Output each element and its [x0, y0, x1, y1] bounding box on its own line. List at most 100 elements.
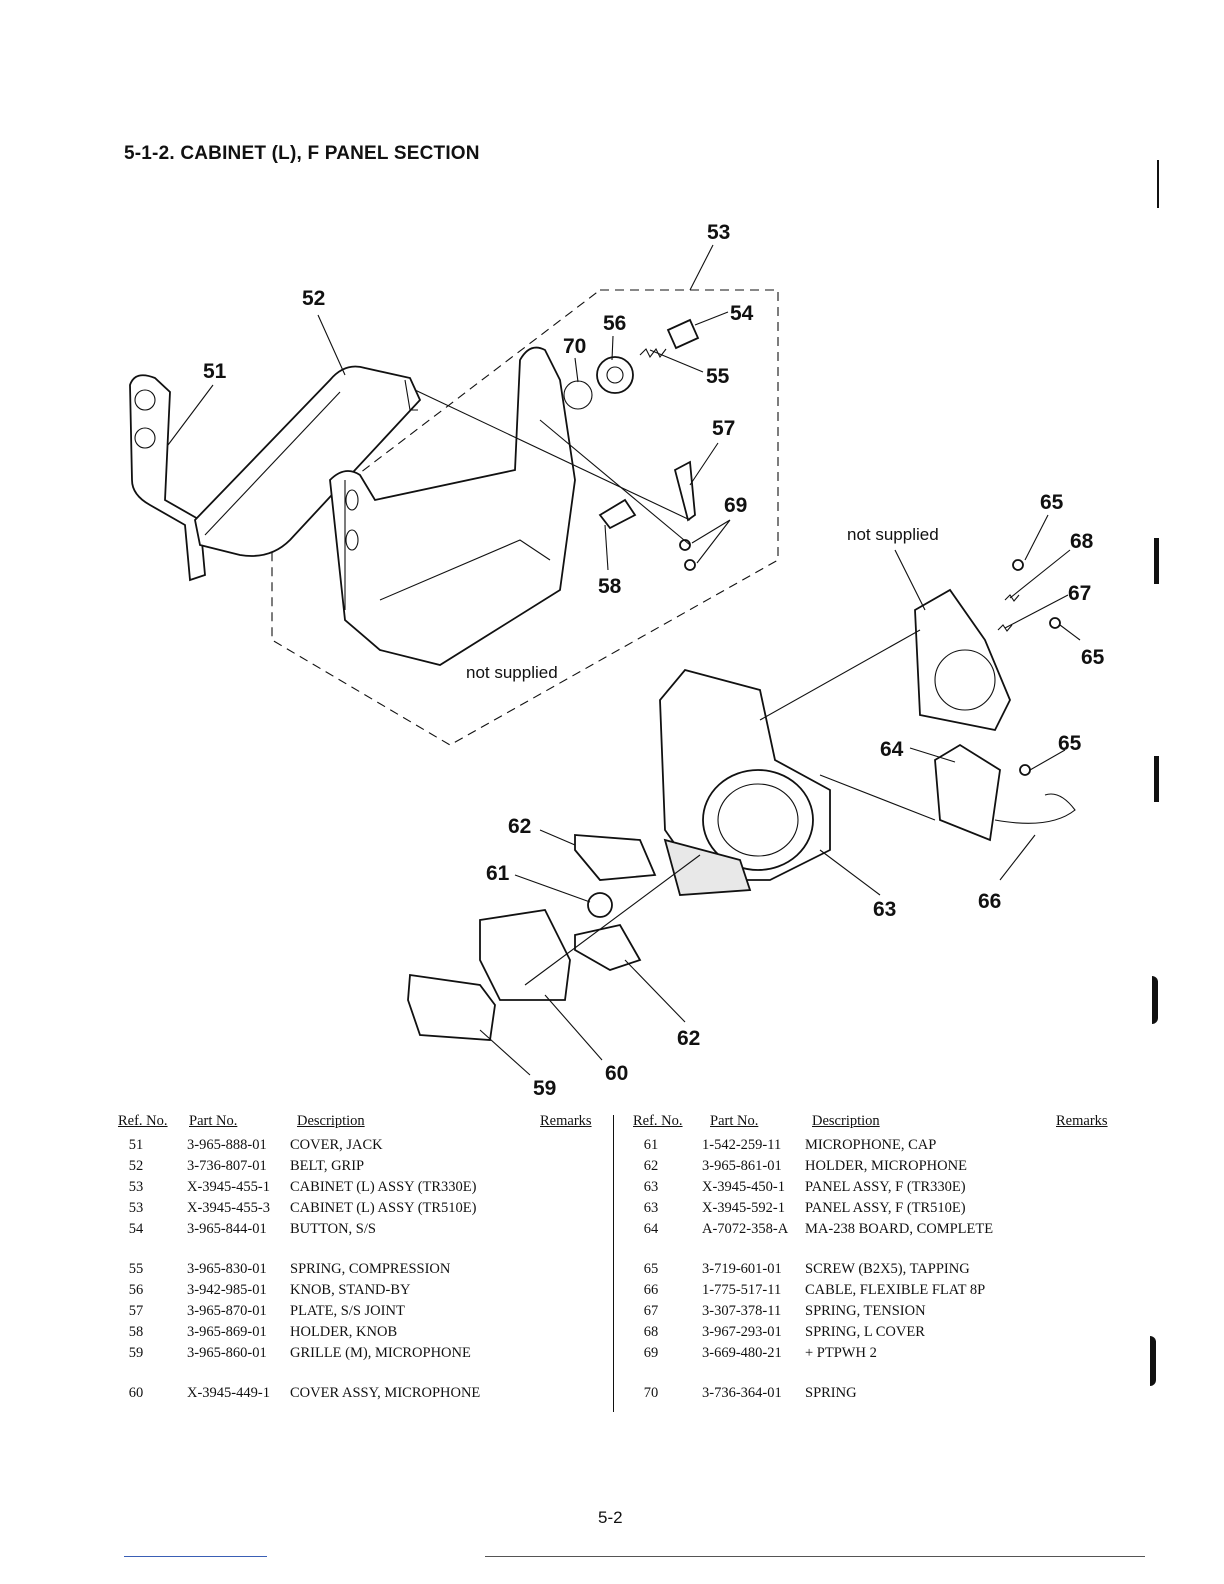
note-not-supplied-right: not supplied: [847, 525, 939, 544]
part-57-plate: [673, 460, 696, 522]
note-not-supplied-left: not supplied: [466, 663, 558, 682]
callout-52: 52: [302, 287, 325, 310]
leader-60: [544, 994, 603, 1061]
callout-54: 54: [730, 302, 754, 325]
exploded-view-diagram: 51 52 53 54 55 56 57 58 59 60 61 62 62 6…: [129, 221, 1105, 1100]
page-number: 5-2: [598, 1508, 623, 1527]
header-remarks: Remarks: [1056, 1113, 1108, 1129]
leader-53: [689, 244, 714, 291]
alignment-line: [759, 629, 921, 721]
leader-55: [649, 349, 704, 373]
leader-62-lower: [624, 959, 686, 1023]
leader-65-low: [1029, 749, 1066, 771]
header-remarks: Remarks: [540, 1113, 592, 1129]
part-62-holder-upper: [574, 834, 657, 881]
leader-68: [1009, 549, 1071, 599]
callout-65-mid: 65: [1081, 646, 1105, 669]
leader-69: [691, 519, 731, 564]
leader-70: [574, 357, 579, 383]
section-title: 5-1-2. CABINET (L), F PANEL SECTION: [124, 143, 480, 164]
leader-52: [317, 314, 346, 376]
alignment-line: [819, 774, 936, 821]
callout-62-upper: 62: [508, 815, 531, 838]
callout-65-top: 65: [1040, 491, 1064, 514]
leader-65-top: [1024, 514, 1049, 561]
table-header: Ref. No. Part No. Description Remarks: [115, 1113, 605, 1137]
callout-68: 68: [1070, 530, 1094, 553]
header-desc: Description: [297, 1113, 365, 1129]
alignment-line: [414, 389, 691, 521]
leader-58: [604, 524, 609, 571]
callout-55: 55: [706, 365, 730, 388]
cabinet-body: [329, 346, 576, 666]
leader-67: [1004, 594, 1069, 629]
callout-65-low: 65: [1058, 732, 1082, 755]
callout-66: 66: [978, 890, 1001, 913]
leader-62-upper: [539, 829, 576, 846]
callout-53: 53: [707, 221, 730, 244]
table-header: Ref. No. Part No. Description Remarks: [630, 1113, 1120, 1137]
table-divider: [613, 1115, 614, 1412]
part-64-ma238-board: [934, 743, 1001, 842]
part-63-front-panel: [659, 668, 831, 896]
scan-edge-mark: [1152, 976, 1158, 1024]
scan-edge-mark: [1157, 160, 1159, 208]
scan-edge-mark: [1154, 538, 1159, 584]
part-58-holder: [598, 498, 637, 530]
callout-69: 69: [724, 494, 747, 517]
part-52-belt-grip: [194, 365, 422, 557]
callout-62-lower: 62: [677, 1027, 700, 1050]
callout-57: 57: [712, 417, 735, 440]
lens-ring-bracket: [914, 588, 1011, 732]
part-54-button: [666, 318, 700, 350]
part-59-grille: [407, 973, 496, 1041]
leader-54: [694, 311, 729, 326]
leader-59: [479, 1029, 531, 1076]
part-61-microphone: [587, 892, 613, 918]
scan-edge-mark: [1150, 1336, 1156, 1386]
header-ref: Ref. No.: [633, 1113, 683, 1129]
part-69-screws: [679, 539, 696, 571]
alignment-line: [524, 854, 701, 986]
header-part: Part No.: [189, 1113, 238, 1129]
part-56-knob: [596, 356, 634, 394]
callout-59: 59: [533, 1077, 556, 1100]
parts-table-left: Ref. No. Part No. Description Remarks 51…: [115, 1113, 605, 1406]
footer-rule-right: [485, 1556, 1145, 1557]
callout-67: 67: [1068, 582, 1091, 605]
callout-56: 56: [603, 312, 626, 335]
callout-63: 63: [873, 898, 896, 921]
callout-58: 58: [598, 575, 622, 598]
part-60-cover-assy: [479, 909, 571, 1001]
leader-63: [819, 849, 881, 896]
leader-65-mid: [1059, 624, 1081, 641]
leader-57: [689, 442, 719, 486]
leader-61: [514, 874, 591, 903]
leader-51: [167, 384, 214, 446]
alignment-line: [539, 419, 691, 546]
header-part: Part No.: [710, 1113, 759, 1129]
parts-table-right: Ref. No. Part No. Description Remarks 61…: [630, 1113, 1120, 1406]
leader-not-supplied-right: [894, 549, 926, 611]
leader-66: [999, 834, 1036, 881]
part-62-holder-lower: [574, 923, 642, 971]
part-65-screws: [1012, 559, 1061, 776]
scan-edge-mark: [1154, 756, 1159, 802]
